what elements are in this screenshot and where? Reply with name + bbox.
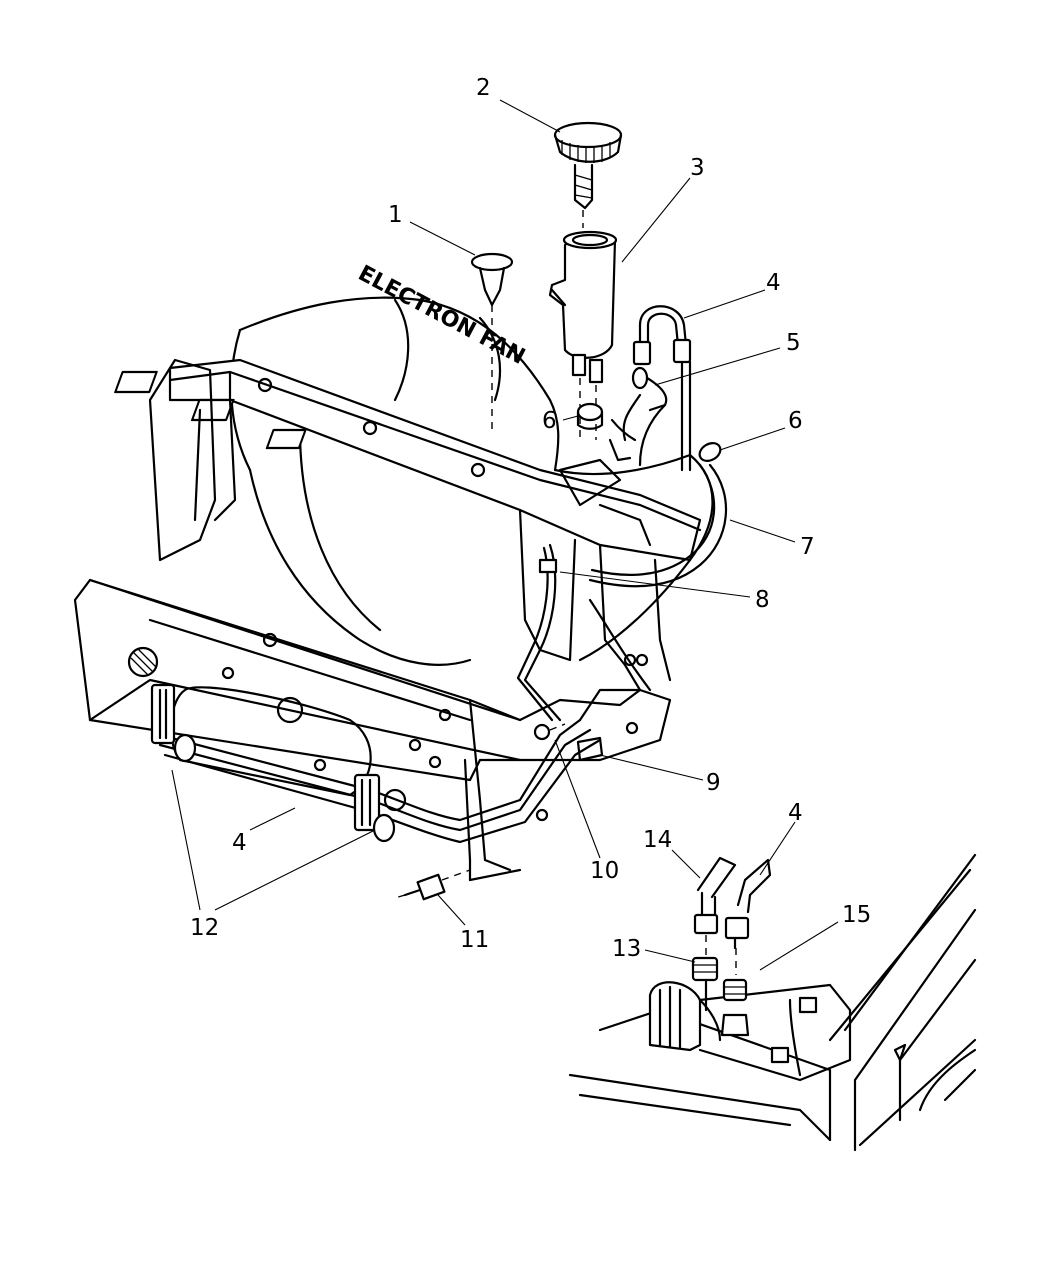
inset-cooler-fittings [568,853,977,1152]
leader-lines [171,99,839,971]
callout-4: 4 [788,800,803,826]
tube-5 [608,366,668,467]
callout-1: 1 [388,202,403,228]
tube-clips [150,683,396,843]
callout-10: 10 [590,858,619,884]
callout-3: 3 [690,155,705,181]
clamp-6-center [576,402,604,430]
bolt-11 [394,869,471,901]
hose-7 [588,463,728,588]
push-pin-1 [470,252,514,430]
radiator-support-lower [73,578,672,882]
callout-7: 7 [800,534,815,560]
clamp-6-right [698,442,722,462]
callout-4: 4 [766,270,781,296]
callout-14: 14 [643,827,672,853]
reservoir-3 [548,230,618,440]
callout-labels: 2 3 1 4 5 6 6 7 8 9 4 10 14 4 15 12 11 1… [190,75,871,962]
callout-6: 6 [542,408,557,434]
callout-11: 11 [460,927,489,953]
callout-6: 6 [788,408,803,434]
nut-10 [533,723,566,741]
overflow-hose [516,543,652,722]
callout-9: 9 [706,770,721,796]
callout-12: 12 [190,915,219,941]
callout-2: 2 [476,75,491,101]
cap-2 [553,121,623,228]
tube-4-upper [632,305,692,472]
radiator-support-upper [114,358,702,692]
callout-5: 5 [786,330,801,356]
callout-15: 15 [842,902,871,928]
callout-4: 4 [232,830,247,856]
callout-13: 13 [612,936,641,962]
callout-8: 8 [755,587,770,613]
